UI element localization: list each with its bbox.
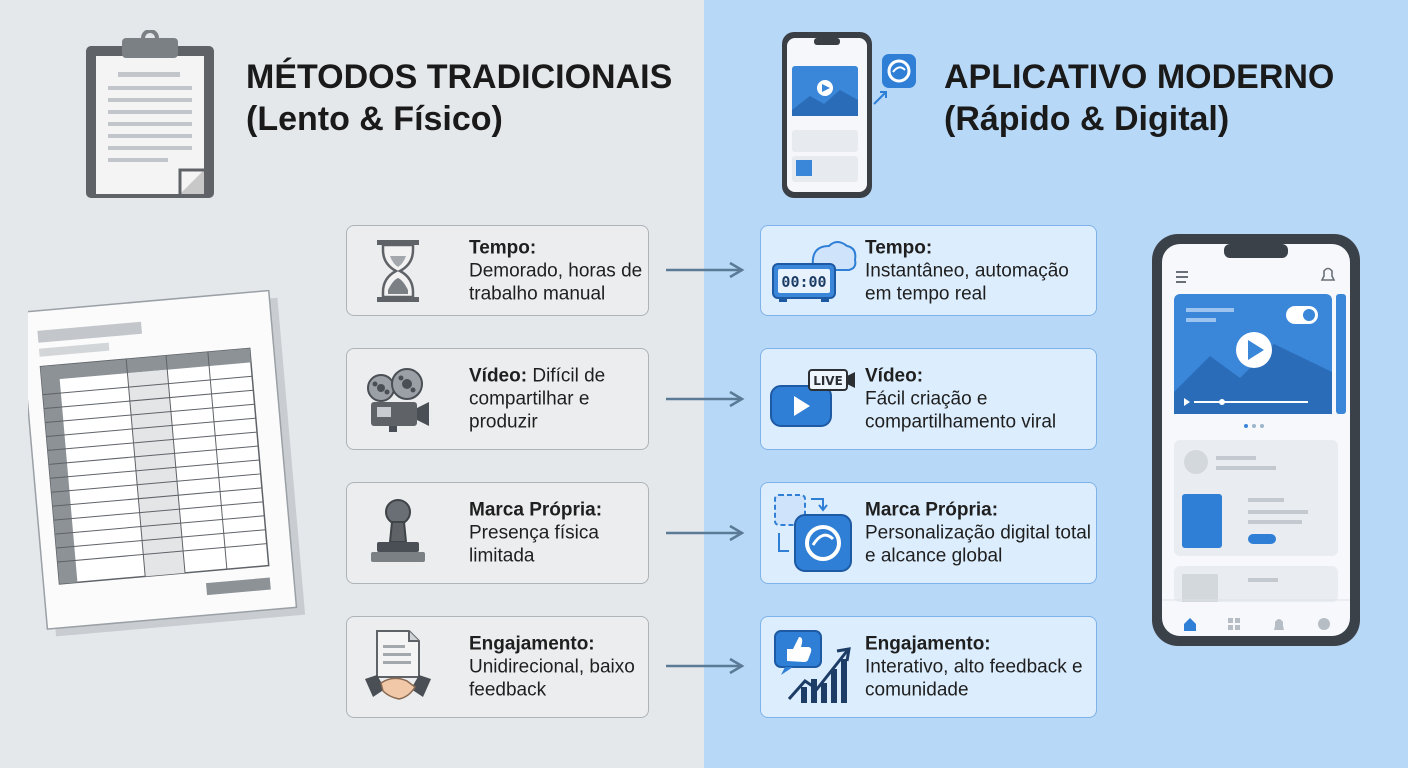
modern-title-line2: (Rápido & Digital)	[944, 100, 1230, 138]
handshake-document-icon	[365, 630, 431, 700]
modern-brand-text: Marca Própria: Personalização digital to…	[865, 499, 1095, 568]
small-phone-mockup	[782, 32, 872, 198]
traditional-title-line1: MÉTODOS TRADICIONAIS	[246, 58, 673, 96]
clipboard-icon	[86, 30, 214, 198]
arrow-right-icon	[666, 524, 745, 542]
traditional-time-desc: Demorado, horas de trabalho manual	[469, 260, 643, 304]
film-camera-icon	[367, 368, 429, 432]
modern-brand-label: Marca Própria:	[865, 499, 999, 521]
traditional-time-card: Tempo: Demorado, horas de trabalho manua…	[346, 225, 649, 316]
modern-time-label: Tempo:	[865, 237, 933, 258]
modern-engagement-card: Engajamento: Interativo, alto feedback e…	[760, 616, 1097, 718]
modern-engagement-desc: Interativo, alto feedback e comunidade	[865, 656, 1083, 701]
traditional-engagement-label: Engajamento:	[469, 633, 595, 655]
arrow-right-icon	[666, 390, 745, 408]
traditional-brand-desc: Presença física limitada	[469, 522, 599, 567]
app-logo-icon	[774, 494, 852, 572]
traditional-brand-label: Marca Própria:	[469, 499, 603, 521]
modern-time-text: Tempo: Instantâneo, automação em tempo r…	[865, 236, 1095, 305]
digital-clock-icon: 00:00	[772, 240, 857, 302]
rubber-stamp-icon	[371, 499, 425, 562]
arrow-right-icon	[666, 657, 745, 675]
large-phone-mockup	[1152, 234, 1360, 646]
traditional-brand-text: Marca Própria: Presença física limitada	[469, 499, 645, 568]
traditional-video-label: Vídeo:	[469, 365, 528, 387]
traditional-engagement-desc: Unidirecional, baixo feedback	[469, 656, 635, 701]
app-launch-icon	[873, 54, 916, 105]
traditional-video-text: Vídeo: Difícil de compartilhar e produzi…	[469, 365, 645, 434]
arrow-right-icon	[666, 261, 745, 279]
spreadsheet-paper-icon	[28, 290, 306, 637]
modern-engagement-text: Engajamento: Interativo, alto feedback e…	[865, 633, 1095, 702]
modern-video-desc: Fácil criação e compartilhamento viral	[865, 388, 1057, 433]
modern-brand-card: Marca Própria: Personalização digital to…	[760, 482, 1097, 584]
modern-video-text: Vídeo: Fácil criação e compartilhamento …	[865, 365, 1095, 434]
modern-engagement-label: Engajamento:	[865, 633, 991, 655]
clock-display: 00:00	[781, 273, 826, 291]
modern-video-card: LIVE Vídeo: Fácil criação e compartilham…	[760, 348, 1097, 450]
hourglass-icon	[377, 239, 419, 302]
modern-time-desc: Instantâneo, automação em tempo real	[865, 260, 1069, 304]
traditional-title: MÉTODOS TRADICIONAIS (Lento & Físico)	[246, 56, 672, 140]
traditional-engagement-card: Engajamento: Unidirecional, baixo feedba…	[346, 616, 649, 718]
traditional-engagement-text: Engajamento: Unidirecional, baixo feedba…	[469, 633, 645, 702]
traditional-video-card: Vídeo: Difícil de compartilhar e produzi…	[346, 348, 649, 450]
traditional-time-text: Tempo: Demorado, horas de trabalho manua…	[469, 236, 645, 305]
modern-time-card: 00:00 Tempo: Instantâneo, automação em t…	[760, 225, 1097, 316]
modern-brand-desc: Personalização digital total e alcance g…	[865, 522, 1092, 567]
modern-video-label: Vídeo:	[865, 365, 924, 387]
live-badge: LIVE	[813, 374, 843, 388]
modern-title: APLICATIVO MODERNO (Rápido & Digital)	[944, 56, 1334, 140]
modern-title-line1: APLICATIVO MODERNO	[944, 58, 1335, 96]
live-video-icon: LIVE	[770, 369, 855, 427]
traditional-time-label: Tempo:	[469, 237, 537, 258]
traditional-video-desc: Difícil de compartilhar e produzir	[469, 365, 606, 433]
like-growth-icon	[774, 630, 851, 703]
traditional-title-line2: (Lento & Físico)	[246, 100, 503, 138]
traditional-brand-card: Marca Própria: Presença física limitada	[346, 482, 649, 584]
